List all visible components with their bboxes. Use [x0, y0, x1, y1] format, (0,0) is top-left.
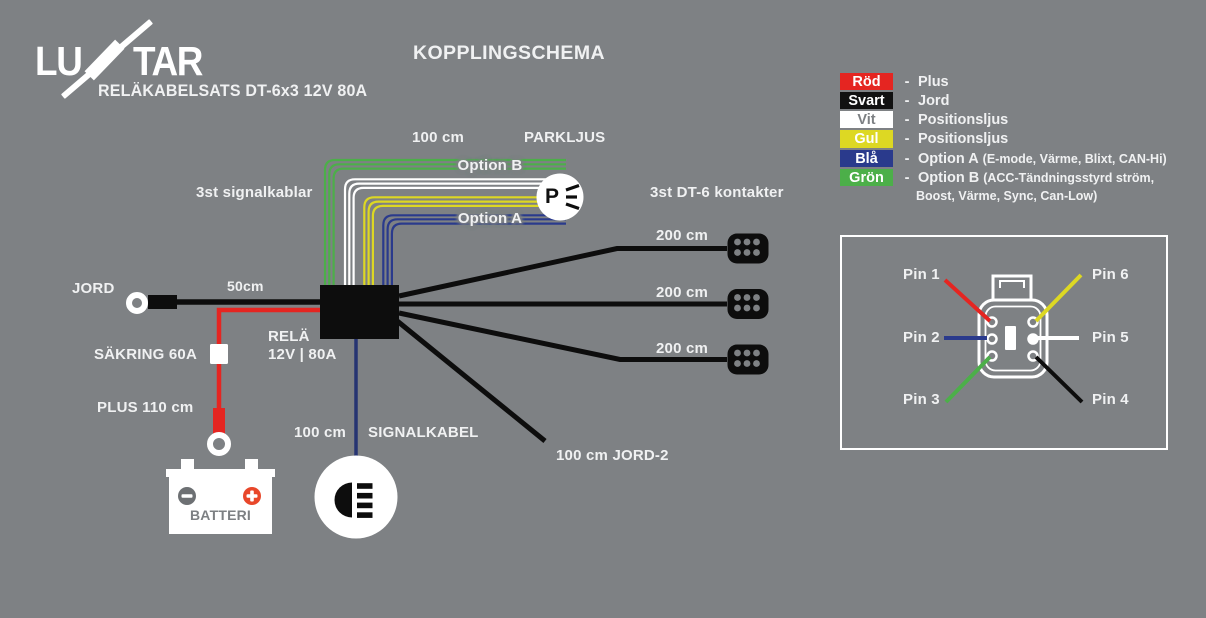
label-pin4: Pin 4: [1092, 391, 1129, 408]
relay-box: [320, 285, 399, 339]
label-parkljus: PARKLJUS: [524, 129, 606, 146]
dt6-connectors: [727, 233, 769, 375]
legend-detail-line2: Boost, Värme, Sync, Can-Low): [916, 189, 1098, 203]
label-signalkablar: 3st signalkablar: [196, 184, 313, 201]
legend-swatch-gul: Gul: [840, 130, 893, 148]
connector-wires: [398, 246, 727, 362]
label-200cm-1: 200 cm: [656, 227, 709, 244]
legend-desc: Plus: [918, 73, 949, 90]
legend-dash: -: [904, 73, 910, 90]
label-pin2: Pin 2: [903, 329, 940, 346]
legend-dash: -: [904, 150, 910, 167]
legend-desc: Positionsljus: [918, 111, 1009, 128]
legend-swatch-svart: Svart: [840, 91, 893, 110]
signal-wire-bundle: [323, 158, 566, 290]
legend-dash: -: [904, 111, 910, 128]
brand-logo-left: LU: [35, 38, 83, 84]
brand-subtitle: RELÄKABELSATS DT-6x3 12V 80A: [98, 82, 368, 100]
legend-swatch-gron: Grön: [840, 168, 893, 187]
legend-detail: (ACC-Tändningsstyrd ström,: [983, 170, 1155, 185]
legend-row: Blå - Option A (E-mode, Värme, Blixt, CA…: [840, 149, 1167, 168]
label-sakring: SÄKRING 60A: [93, 346, 197, 363]
signal-light-icon: [314, 455, 398, 539]
legend-desc: Jord: [918, 92, 950, 109]
pin-connector-diagram: [977, 274, 1049, 379]
green-wires: [323, 158, 566, 290]
label-relay-2: 12V | 80A: [268, 346, 337, 363]
label-200cm-2: 200 cm: [656, 284, 709, 301]
legend-swatch-bla: Blå: [840, 149, 893, 168]
legend-row: Gul - Positionsljus: [840, 130, 1008, 148]
label-100cm-bottom: 100 cm: [294, 424, 347, 441]
battery-icon: [166, 459, 275, 534]
label-plus-110: PLUS 110 cm: [97, 399, 194, 416]
ring-terminal-battery: [207, 432, 231, 456]
legend-desc: Option A: [918, 150, 979, 167]
blue-wires: [382, 214, 566, 290]
label-pin5: Pin 5: [1092, 329, 1129, 346]
legend-swatch-vit: Vit: [840, 110, 893, 129]
label-signalkabel: SIGNALKABEL: [368, 424, 479, 441]
legend-row: Vit - Positionsljus: [840, 110, 1009, 129]
label-200cm-3: 200 cm: [656, 340, 709, 357]
page-title: KOPPLINGSCHEMA: [413, 42, 605, 64]
label-jord: JORD: [72, 280, 115, 297]
label-relay-1: RELÄ: [268, 328, 310, 345]
pinout-box: [840, 235, 1168, 450]
legend-row: Svart - Jord: [840, 91, 950, 110]
jord2-wire: [394, 318, 547, 443]
legend-dash: -: [904, 169, 910, 186]
ring-terminal-jord: [126, 292, 148, 314]
label-dt6-kontakter: 3st DT-6 kontakter: [650, 184, 784, 201]
legend-row: Röd - Plus: [840, 72, 949, 91]
dt6-connector-icon: [727, 289, 769, 319]
jord-wire: [126, 292, 322, 314]
brand-logo-right: TAR: [133, 38, 203, 84]
label-batteri: BATTERI: [189, 507, 252, 523]
label-50cm: 50cm: [227, 278, 264, 294]
label-option-a: Option A: [457, 210, 523, 227]
legend-swatch-rod: Röd: [840, 72, 893, 91]
label-100cm-top: 100 cm: [412, 129, 465, 146]
parkljus-icon: [536, 173, 584, 221]
legend-desc: Option B: [918, 169, 980, 186]
legend-dash: -: [904, 92, 910, 109]
dt6-connector-icon: [727, 233, 769, 264]
fuse: [210, 344, 228, 364]
label-pin1: Pin 1: [903, 266, 940, 283]
legend-dash: -: [904, 131, 910, 147]
legend-desc: Positionsljus: [918, 131, 1009, 147]
white-wires: [343, 178, 566, 290]
label-jord2: 100 cm JORD-2: [556, 447, 669, 464]
label-option-b: Option B: [457, 157, 523, 174]
legend-row: Grön - Option B (ACC-Tändningsstyrd strö…: [840, 168, 1155, 187]
pin-leads: [943, 273, 1084, 404]
legend-detail: (E-mode, Värme, Blixt, CAN-Hi): [982, 151, 1167, 166]
parkljus-p-letter: P: [545, 185, 560, 208]
label-pin3: Pin 3: [903, 391, 940, 408]
dt6-connector-icon: [727, 344, 769, 375]
yellow-wires: [363, 196, 566, 290]
plus-wire: [207, 307, 322, 456]
label-pin6: Pin 6: [1092, 266, 1129, 283]
